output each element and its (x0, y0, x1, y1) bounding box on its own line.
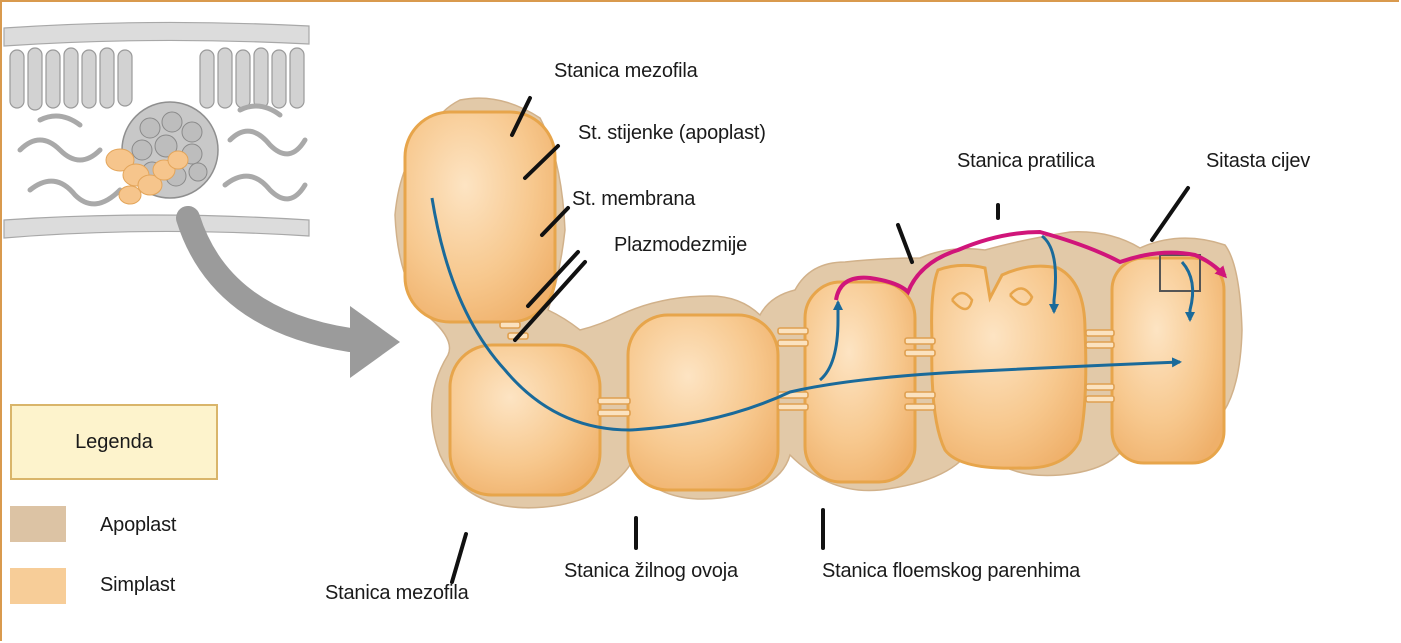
legend-title: Legenda (75, 431, 153, 454)
cell-chain (395, 98, 1242, 508)
label-mesophyll-top: Stanica mezofila (554, 60, 698, 83)
cell-mesophyll-bottom (450, 345, 600, 495)
cell-bundle-sheath (628, 315, 778, 490)
legend-swatch-apoplast (10, 506, 66, 542)
legend-label-apoplast: Apoplast (100, 514, 176, 537)
label-membrane: St. membrana (572, 188, 695, 211)
label-sieve-tube: Sitasta cijev (1206, 150, 1310, 173)
leaf-cross-section-thumbnail (4, 4, 309, 244)
label-cell-wall: St. stijenke (apoplast) (578, 122, 766, 145)
label-plasmodesmata: Plazmodezmije (614, 234, 747, 257)
legend-swatch-simplast (10, 568, 66, 604)
label-bundle-sheath: Stanica žilnog ovoja (564, 560, 738, 583)
cell-mesophyll-top (405, 112, 555, 322)
legend-label-simplast: Simplast (100, 574, 175, 597)
cell-phloem-parenchyma (805, 282, 915, 482)
cell-sieve-tube (1112, 258, 1224, 463)
label-phloem-parenchyma: Stanica floemskog parenhima (822, 560, 1080, 583)
legend-box: Legenda (10, 404, 218, 480)
label-companion-cell: Stanica pratilica (957, 150, 1095, 173)
label-mesophyll-bottom: Stanica mezofila (325, 582, 469, 605)
